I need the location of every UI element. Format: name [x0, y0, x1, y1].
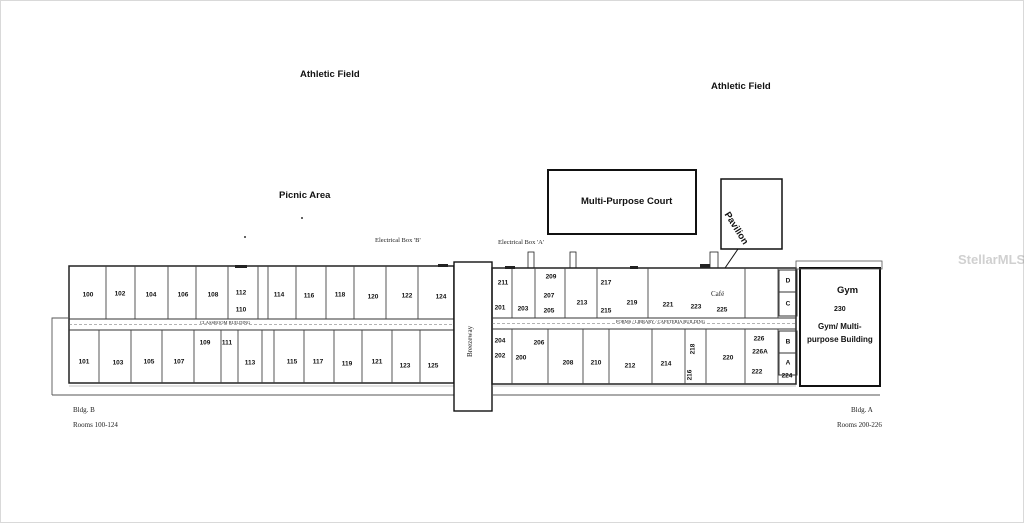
- room-label: 105: [143, 358, 155, 366]
- room-label: 106: [177, 291, 189, 299]
- breezeway-label: Breezeway: [466, 325, 474, 357]
- watermark-text: StellarMLS: [958, 252, 1024, 267]
- room-label: 202: [494, 352, 506, 360]
- room-label: 113: [244, 359, 256, 367]
- room-label: 224: [781, 372, 793, 380]
- rooftop-units: [235, 264, 710, 269]
- room-label: 101: [78, 358, 90, 366]
- room-label: 108: [207, 291, 219, 299]
- classroom-building-label: CLASSROOM BUILDING: [200, 320, 251, 325]
- room-label: 119: [341, 360, 353, 368]
- room-label: D: [785, 277, 791, 285]
- bldg-a-label: Bldg. A: [851, 406, 873, 414]
- bldg-b-rooms-label: Rooms 100-124: [73, 421, 118, 429]
- room-label: 225: [716, 306, 728, 314]
- room-label: 210: [590, 359, 602, 367]
- room-label: 124: [435, 293, 447, 301]
- room-label: C: [785, 300, 791, 308]
- room-label: 209: [545, 273, 557, 281]
- room-label: 115: [286, 358, 298, 366]
- picnic-marker: [301, 217, 303, 219]
- room-label: 110: [235, 306, 247, 314]
- breezeway: [453, 261, 493, 412]
- gym-subtitle-2: purpose Building: [807, 335, 873, 344]
- bldg-a-rooms-label: Rooms 200-226: [837, 421, 882, 429]
- room-label: 121: [371, 358, 383, 366]
- room-label: 211: [497, 279, 509, 287]
- gym-title: Gym: [837, 285, 859, 296]
- athletic-field-right-label: Athletic Field: [711, 81, 771, 92]
- building-b-top-walls: [105, 266, 419, 319]
- gym-building: [799, 267, 881, 387]
- electrical-box-b-label: Electrical Box 'B': [375, 237, 421, 244]
- room-label: 114: [273, 291, 285, 299]
- room-label: 122: [401, 292, 413, 300]
- room-label: 104: [145, 291, 157, 299]
- walkway-b-west: [51, 317, 69, 395]
- room-label: 207: [543, 292, 555, 300]
- building-b-bottom-walls: [98, 330, 421, 383]
- room-label: 213: [576, 299, 588, 307]
- pavilion: [720, 178, 783, 250]
- bldg-b-label: Bldg. B: [73, 406, 95, 414]
- building-a-top-walls: [511, 268, 779, 318]
- room-label: 212: [624, 362, 636, 370]
- room-label: 118: [334, 291, 346, 299]
- picnic-area-label: Picnic Area: [279, 190, 331, 201]
- athletic-field-left-label: Athletic Field: [300, 69, 360, 80]
- small-rooms-dcba: [778, 269, 798, 376]
- room-label: 120: [367, 293, 379, 301]
- room-label: 206: [533, 339, 545, 347]
- room-label: 222: [751, 368, 763, 376]
- multi-purpose-court-label: Multi-Purpose Court: [581, 196, 673, 207]
- room-label: 226: [753, 335, 765, 343]
- room-label: 100: [82, 291, 94, 299]
- building-a-bottom-walls: [511, 329, 779, 384]
- room-label: 216: [686, 369, 694, 381]
- room-label: 218: [689, 343, 697, 355]
- gym-canopy: [795, 260, 883, 270]
- room-label: 111: [221, 339, 233, 347]
- library-cafeteria-label: FORMS / LIBRARY / CAFETERIA BUILDING: [616, 319, 705, 324]
- room-label: 200: [515, 354, 527, 362]
- room-label: 107: [173, 358, 185, 366]
- room-label: 220: [722, 354, 734, 362]
- room-label: 226A: [752, 348, 768, 356]
- room-label: B: [785, 338, 791, 346]
- electrical-box-a-stair: [527, 251, 719, 269]
- room-label: 205: [543, 307, 555, 315]
- room-label: 201: [494, 304, 506, 312]
- room-label: 103: [112, 359, 124, 367]
- room-label: 116: [303, 292, 315, 300]
- site-marker: [244, 236, 246, 238]
- room-label: 215: [600, 307, 612, 315]
- cafe-label: Café: [711, 290, 725, 298]
- room-label: 217: [600, 279, 612, 287]
- room-label: 214: [660, 360, 672, 368]
- pavilion-connector: [724, 248, 739, 269]
- room-label: 223: [690, 303, 702, 311]
- building-a-outline: [491, 267, 797, 385]
- room-label: 109: [199, 339, 211, 347]
- room-label: 102: [114, 290, 126, 298]
- room-label: 221: [662, 301, 674, 309]
- room-label: 117: [312, 358, 324, 366]
- gym-subtitle-1: Gym/ Multi-: [818, 322, 862, 331]
- multi-purpose-court: [547, 169, 697, 235]
- electrical-box-a-label: Electrical Box 'A': [498, 239, 545, 246]
- gym-room-number: 230: [834, 306, 846, 313]
- room-label: 208: [562, 359, 574, 367]
- room-label: 123: [399, 362, 411, 370]
- room-label: 204: [494, 337, 506, 345]
- room-label: 112: [235, 289, 247, 297]
- room-label: A: [785, 359, 791, 367]
- room-label: 203: [517, 305, 529, 313]
- room-label: 125: [427, 362, 439, 370]
- room-label: 219: [626, 299, 638, 307]
